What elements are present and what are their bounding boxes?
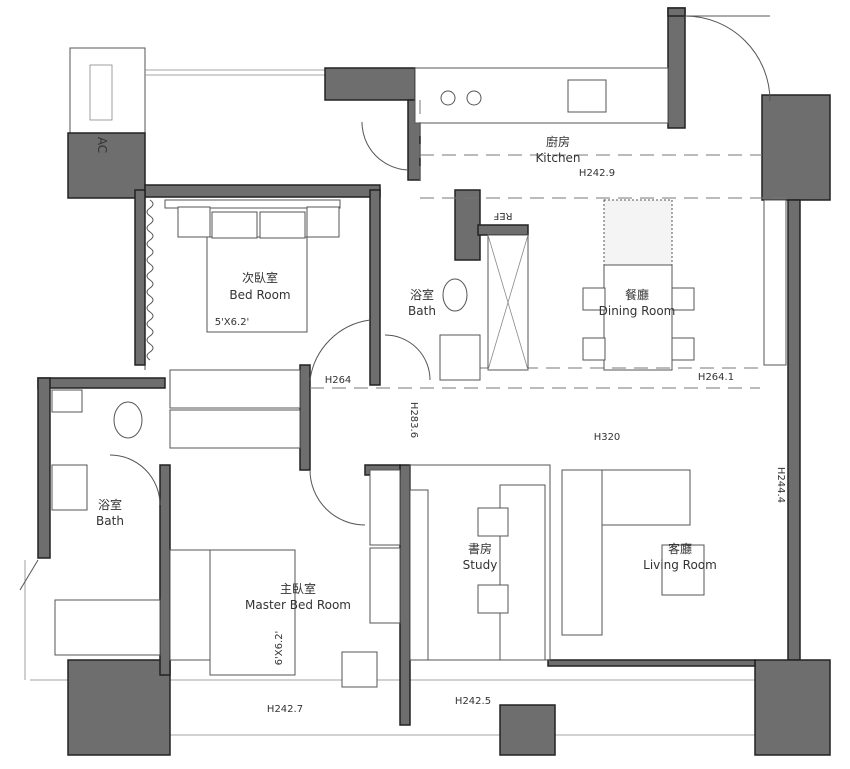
walls xyxy=(37,7,831,756)
bedroom-bed-size: 5'X6.2' xyxy=(215,317,250,328)
master-bed-size: 6'X6.2' xyxy=(274,631,285,666)
dining-en: Dining Room xyxy=(599,304,676,318)
ac-label: AC xyxy=(95,137,109,153)
bath-left-zh: 浴室 xyxy=(98,497,122,512)
wardrobes xyxy=(169,199,787,661)
master-height: H242.7 xyxy=(267,704,303,715)
bedroom-furniture xyxy=(146,199,341,361)
bath-upper-en: Bath xyxy=(408,304,436,318)
bath-upper-zh: 浴室 xyxy=(410,287,434,302)
living-en: Living Room xyxy=(643,558,717,572)
kitchen-en: Kitchen xyxy=(535,151,580,165)
study-en: Study xyxy=(463,558,498,572)
dining-table xyxy=(582,199,695,371)
corridor-height: H283.6 xyxy=(408,402,419,438)
kitchen-counter xyxy=(414,15,771,124)
living-zh: 客廳 xyxy=(668,541,692,556)
kitchen-height: H242.9 xyxy=(579,168,615,179)
study-height: H242.5 xyxy=(455,696,491,707)
study-living-furniture xyxy=(169,464,705,688)
bath-fixtures xyxy=(51,278,481,656)
dining-zh: 餐廳 xyxy=(625,287,649,302)
bedroom-zh: 次臥室 xyxy=(242,270,278,285)
dining-height: H264.1 xyxy=(698,372,734,383)
master-zh: 主臥室 xyxy=(280,581,316,596)
doors xyxy=(19,121,431,591)
bath-left-en: Bath xyxy=(96,514,124,528)
study-zh: 書房 xyxy=(468,541,492,556)
kitchen-zh: 廚房 xyxy=(546,134,570,149)
living-side-height: H244.4 xyxy=(775,467,786,503)
bedroom-en: Bed Room xyxy=(229,288,290,302)
master-en: Master Bed Room xyxy=(245,598,351,612)
ref-label: REF xyxy=(493,210,512,221)
living-ceiling-height: H320 xyxy=(594,432,621,443)
hall-height: H264 xyxy=(325,375,352,386)
